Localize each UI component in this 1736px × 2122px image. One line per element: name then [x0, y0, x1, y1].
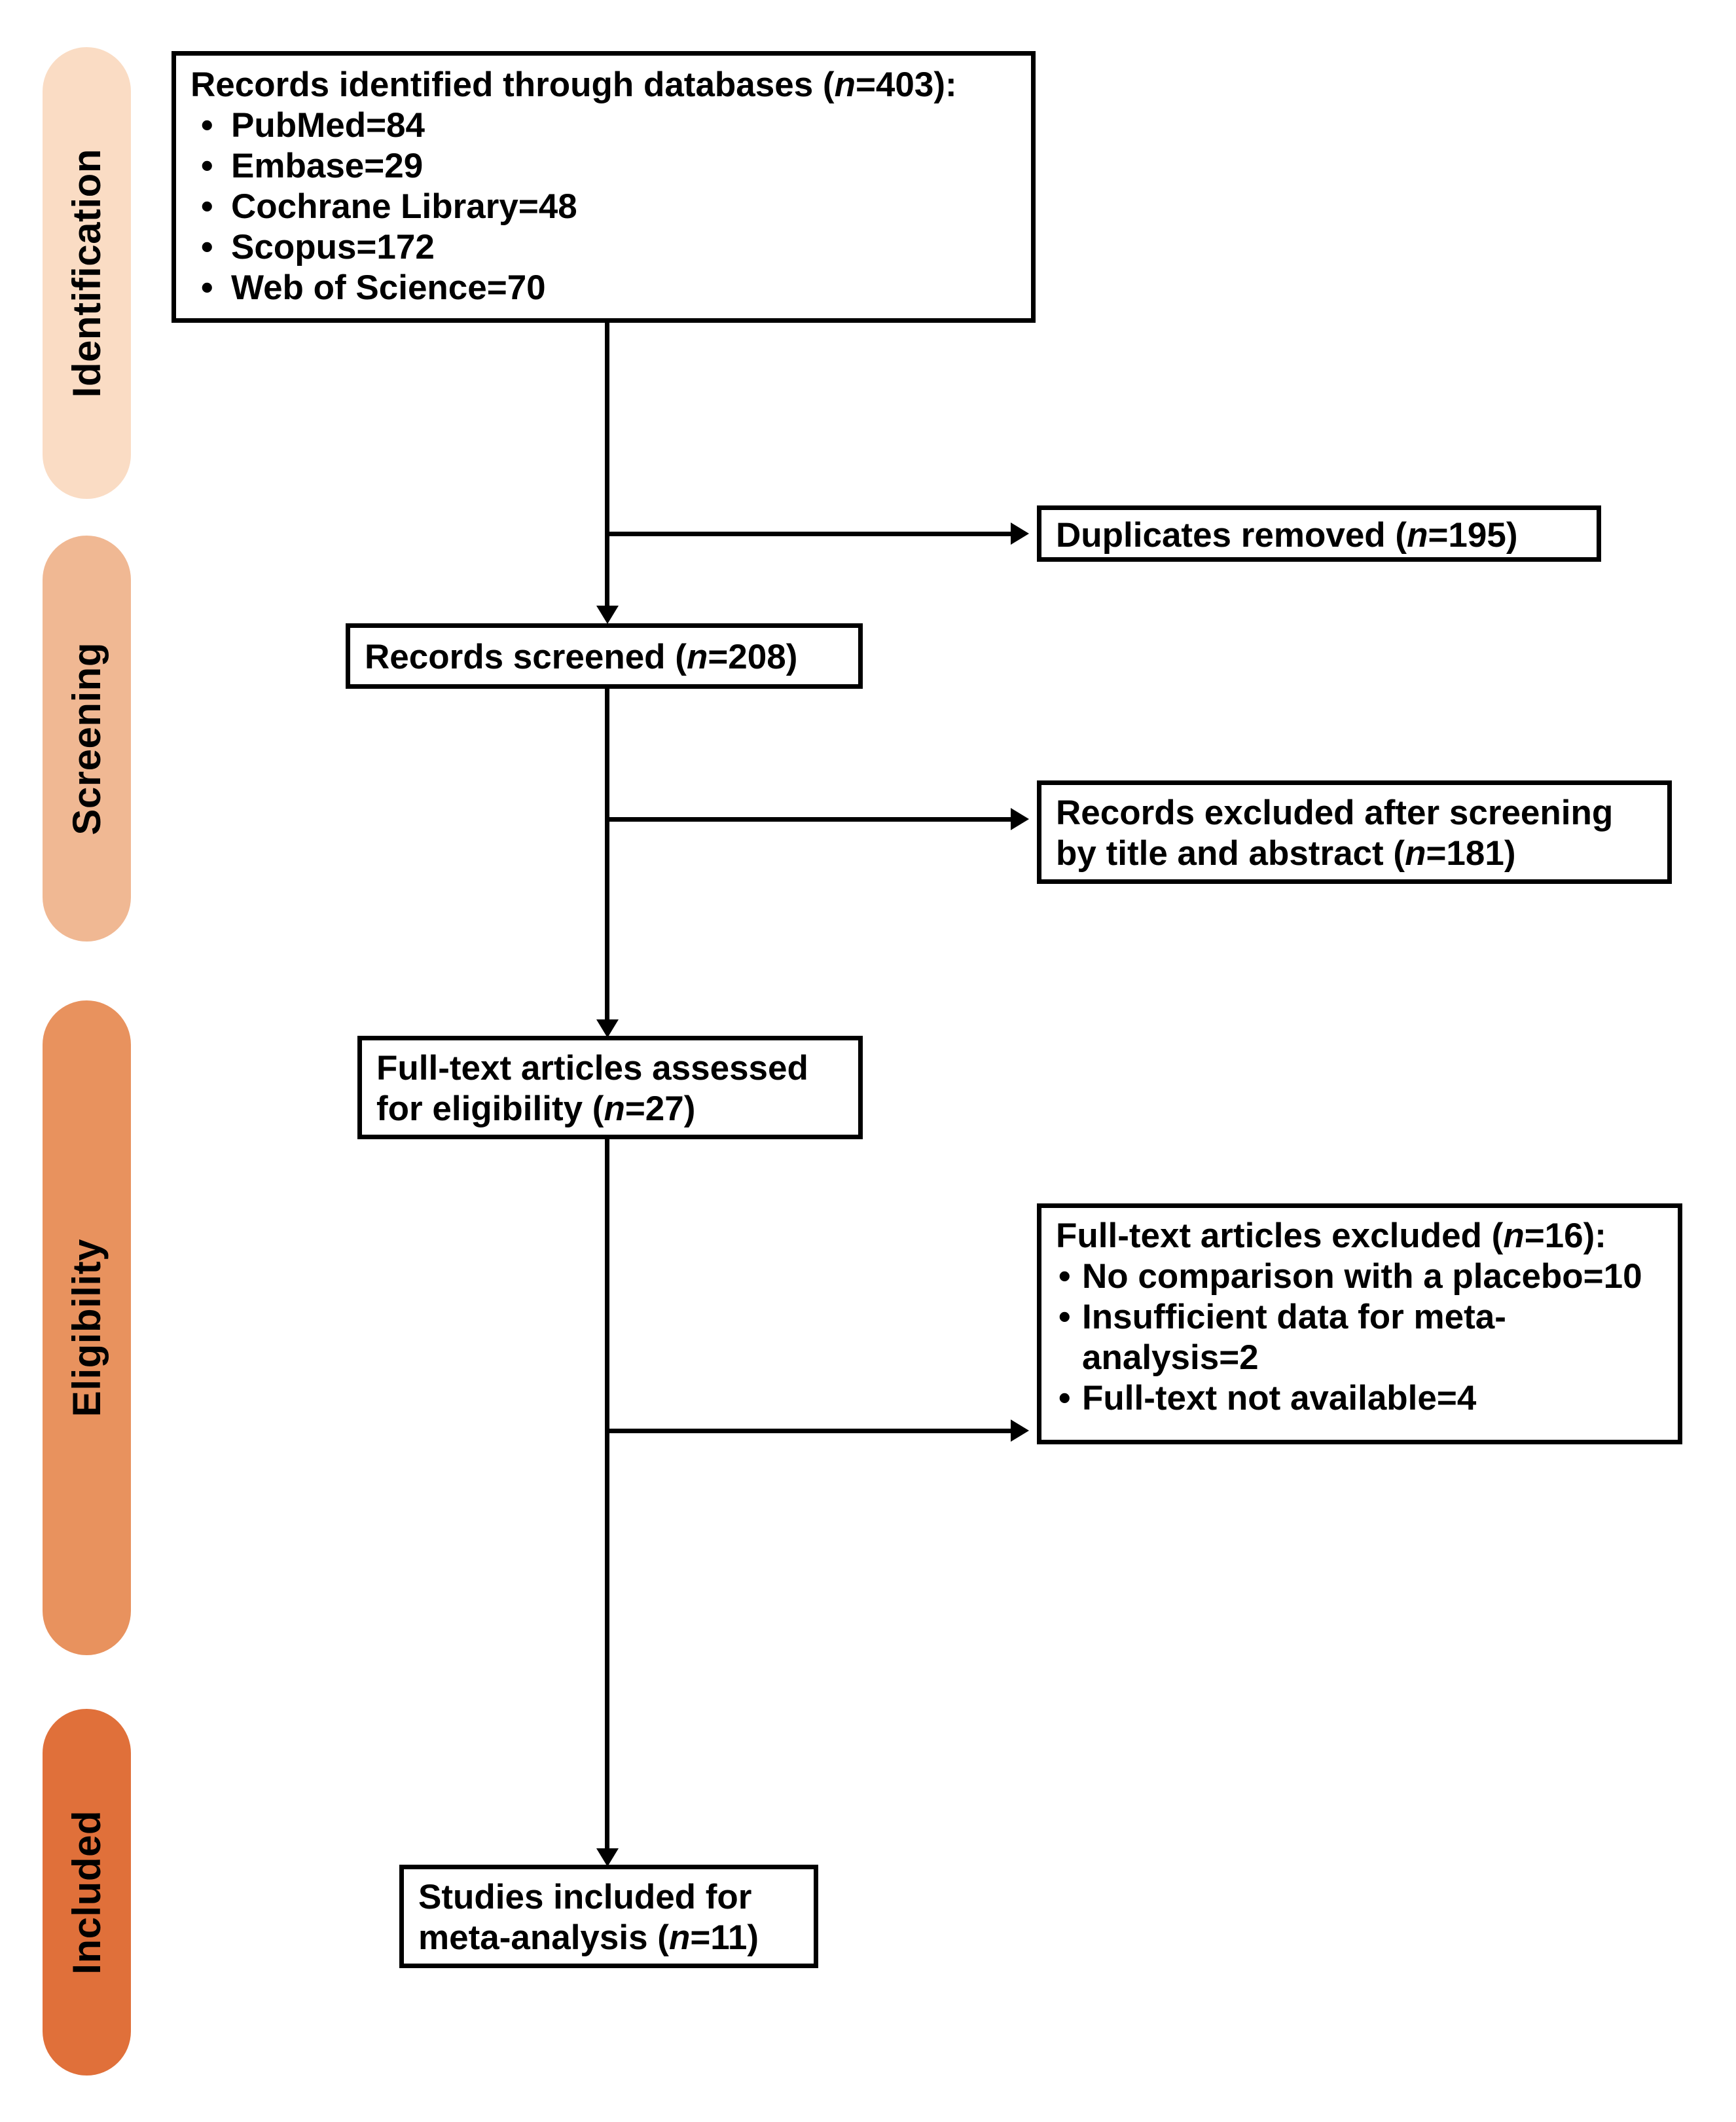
fulltext-excluded-reason-list: No comparison with a placebo=10 Insuffic… — [1056, 1256, 1665, 1419]
fulltext-excluded-heading-post: =16): — [1524, 1216, 1606, 1255]
list-item: Scopus=172 — [190, 227, 1018, 268]
studies-included-line1: Studies included for — [418, 1878, 752, 1916]
fulltext-assessed-line2-pre: for eligibility ( — [376, 1089, 604, 1128]
stage-label-included: Included — [64, 1810, 109, 1975]
box-records-excluded: Records excluded after screening by titl… — [1037, 780, 1672, 884]
stage-bar-included: Included — [43, 1709, 131, 2076]
records-identified-heading-post: =403): — [855, 65, 957, 104]
stage-label-screening: Screening — [64, 642, 109, 835]
fulltext-assessed-n: n — [604, 1089, 625, 1128]
duplicates-removed-text: Duplicates removed (n=195) — [1056, 515, 1583, 556]
records-screened-pre: Records screened ( — [365, 638, 687, 676]
connector-to-fulltext-excluded — [605, 1429, 1011, 1433]
records-screened-post: =208) — [708, 638, 798, 676]
connector-to-records-excluded — [605, 817, 1011, 822]
stage-label-eligibility: Eligibility — [64, 1238, 109, 1418]
list-item: Embase=29 — [190, 146, 1018, 187]
duplicates-removed-pre: Duplicates removed ( — [1056, 516, 1407, 555]
studies-included-n: n — [668, 1918, 691, 1957]
records-screened-n: n — [686, 638, 708, 676]
studies-included-line2-pre: meta-analysis ( — [418, 1918, 669, 1957]
records-excluded-line2-pre: by title and abstract ( — [1056, 834, 1405, 873]
list-item: No comparison with a placebo=10 — [1056, 1256, 1665, 1297]
records-excluded-n: n — [1405, 834, 1426, 873]
box-records-screened: Records screened (n=208) — [346, 623, 863, 689]
studies-included-line2-post: =11) — [690, 1918, 759, 1957]
stage-label-identification: Identification — [64, 148, 109, 398]
connector-to-duplicates-removed — [605, 532, 1011, 536]
fulltext-assessed-line2-post: =27) — [624, 1089, 696, 1128]
records-identified-heading: Records identified through databases (n=… — [190, 65, 1018, 105]
records-identified-source-list: PubMed=84 Embase=29 Cochrane Library=48 … — [190, 105, 1018, 308]
fulltext-assessed-line2: for eligibility (n=27) — [376, 1089, 845, 1129]
box-duplicates-removed: Duplicates removed (n=195) — [1037, 505, 1601, 562]
arrowhead-to-records-excluded — [1011, 808, 1029, 830]
studies-included-line2: meta-analysis (n=11) — [418, 1918, 801, 1958]
arrowhead-to-records-screened — [596, 606, 619, 624]
arrowhead-to-fulltext-assessed — [596, 1019, 619, 1038]
connector-identified-to-screened — [605, 321, 609, 619]
records-identified-heading-n: n — [834, 65, 856, 104]
records-excluded-line1: Records excluded after screening — [1056, 794, 1614, 832]
box-studies-included: Studies included for meta-analysis (n=11… — [399, 1865, 818, 1968]
records-excluded-line2: by title and abstract (n=181) — [1056, 833, 1654, 874]
records-excluded-line2-post: =181) — [1426, 834, 1516, 873]
stage-bar-identification: Identification — [43, 47, 131, 499]
duplicates-removed-post: =195) — [1428, 516, 1518, 555]
fulltext-excluded-heading-n: n — [1503, 1216, 1525, 1255]
list-item: Insufficient data for meta-analysis=2 — [1056, 1297, 1665, 1378]
arrowhead-to-fulltext-excluded — [1011, 1419, 1029, 1442]
fulltext-assessed-line1: Full-text articles assessed — [376, 1049, 808, 1088]
connector-screened-to-assessed — [605, 689, 609, 1033]
fulltext-excluded-heading: Full-text articles excluded (n=16): — [1056, 1216, 1665, 1256]
list-item: Cochrane Library=48 — [190, 187, 1018, 227]
box-records-identified: Records identified through databases (n=… — [172, 51, 1036, 323]
records-identified-heading-pre: Records identified through databases ( — [190, 65, 835, 104]
stage-bar-screening: Screening — [43, 536, 131, 942]
list-item: Full-text not available=4 — [1056, 1378, 1665, 1419]
connector-assessed-to-included — [605, 1131, 609, 1861]
records-screened-text: Records screened (n=208) — [365, 637, 845, 678]
duplicates-removed-n: n — [1407, 516, 1428, 555]
list-item: Web of Science=70 — [190, 268, 1018, 308]
arrowhead-to-studies-included — [596, 1848, 619, 1867]
list-item: PubMed=84 — [190, 105, 1018, 146]
arrowhead-to-duplicates-removed — [1011, 522, 1029, 545]
box-fulltext-excluded: Full-text articles excluded (n=16): No c… — [1037, 1203, 1682, 1444]
stage-bar-eligibility: Eligibility — [43, 1000, 131, 1655]
box-fulltext-assessed: Full-text articles assessed for eligibil… — [357, 1036, 863, 1139]
fulltext-excluded-heading-pre: Full-text articles excluded ( — [1056, 1216, 1504, 1255]
